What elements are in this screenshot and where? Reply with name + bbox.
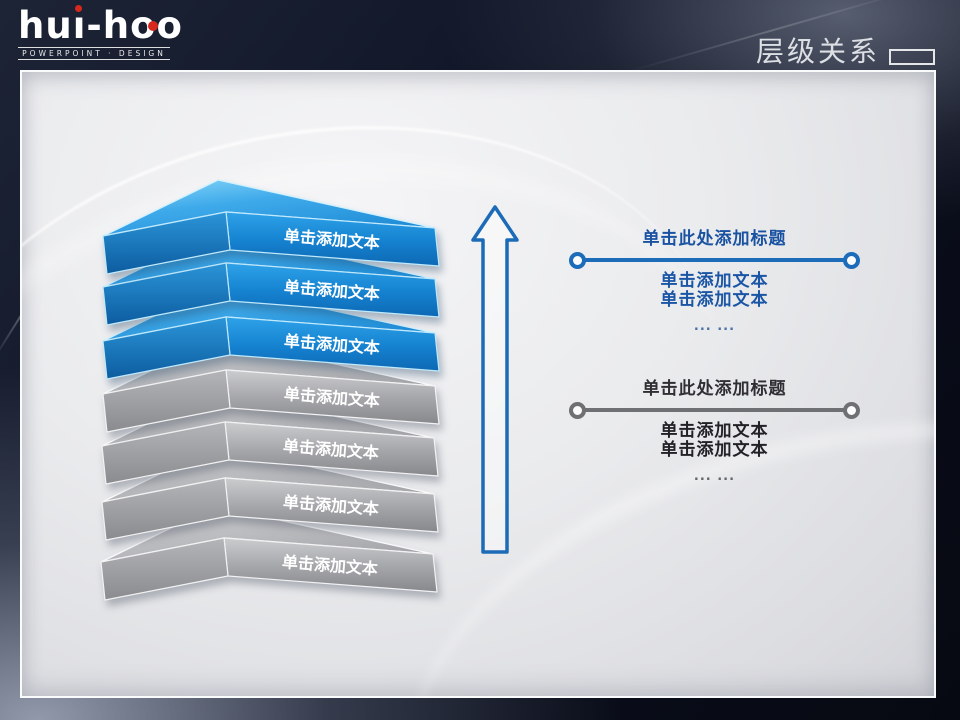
layer-slab-5[interactable]: 单击添加文本 [101, 389, 439, 485]
slab-left-face [100, 537, 229, 601]
slab-left-face [102, 316, 231, 380]
layers-diagram: 单击添加文本 单击添加文本 单击添加文本 单击添加文本 单击添加文本 [100, 179, 519, 601]
panel-title-placeholder[interactable]: 单击此处添加标题 [642, 379, 787, 399]
slab-left-face [102, 262, 231, 326]
slab-left-face [102, 369, 231, 433]
panel-text-placeholder[interactable]: 单击添加文本 [660, 421, 769, 441]
panel-text-placeholder[interactable]: 单击添加文本 [660, 271, 769, 291]
slab-left-face [102, 211, 231, 275]
panel-text-placeholder[interactable]: 单击添加文本 [660, 290, 769, 310]
connector-line [569, 251, 860, 269]
connector-endpoint-icon [843, 251, 860, 269]
logo-red-dot-icon [74, 5, 82, 12]
logo-red-circle-icon [147, 21, 158, 31]
logo-wordmark: huı-hoo [18, 4, 183, 47]
slab-left-face [101, 477, 230, 541]
connector-endpoint-icon [843, 401, 860, 419]
layer-slab-2[interactable]: 单击添加文本 [102, 230, 440, 326]
connector-line [569, 401, 860, 419]
layer-slab-3[interactable]: 单击添加文本 [102, 284, 440, 380]
layer-slab-1[interactable]: 单击添加文本 [102, 179, 440, 275]
text-panel-1: 单击此处添加标题 单击添加文本 单击添加文本 ... ... [569, 228, 860, 334]
text-panel-2: 单击此处添加标题 单击添加文本 单击添加文本 ... ... [569, 378, 860, 484]
connector-bar [584, 258, 845, 262]
page-title: 层级关系 [755, 35, 880, 68]
hui-hoo-logo: huı-hoo POWERPOINT · DESIGN [18, 4, 183, 60]
slab-left-face [101, 421, 230, 485]
panel-ellipsis: ... ... [693, 319, 736, 334]
connector-bar [584, 408, 845, 412]
layer-slab-4[interactable]: 单击添加文本 [102, 337, 440, 433]
layer-slab-6[interactable]: 单击添加文本 [101, 445, 439, 541]
layer-slab-7[interactable]: 单击添加文本 [100, 505, 438, 601]
up-arrow-icon [471, 205, 519, 554]
logo-subtext: POWERPOINT · DESIGN [18, 47, 170, 60]
title-deco-rectangle-icon [889, 49, 935, 65]
slide-canvas: 单击添加文本 单击添加文本 单击添加文本 单击添加文本 单击添加文本 [20, 70, 936, 698]
panel-ellipsis: ... ... [693, 469, 736, 484]
panel-title-placeholder[interactable]: 单击此处添加标题 [642, 229, 787, 249]
panel-text-placeholder[interactable]: 单击添加文本 [660, 440, 769, 460]
